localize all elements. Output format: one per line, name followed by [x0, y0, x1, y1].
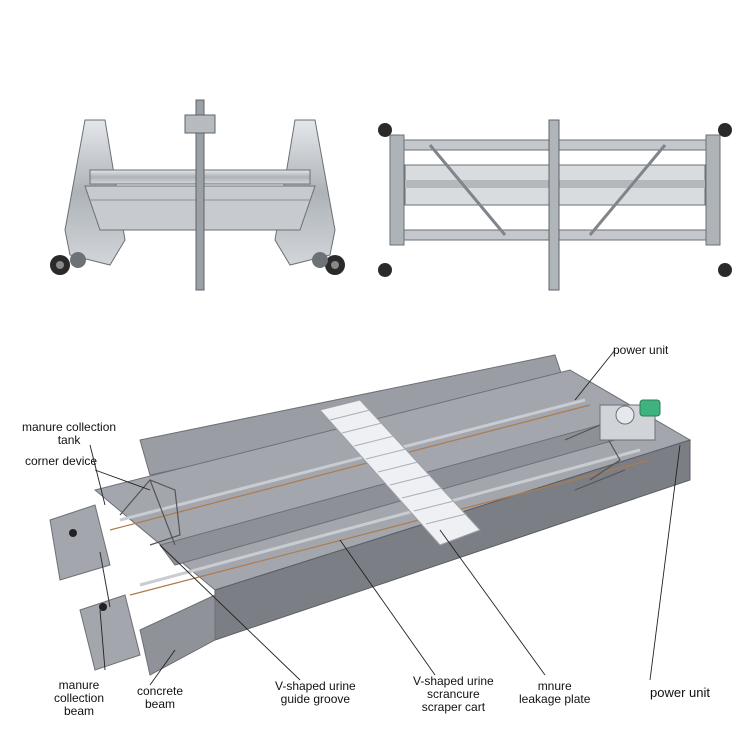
label-power-unit-top: power unit [613, 343, 669, 357]
label-line: tank [57, 433, 81, 447]
scraper-system-diagram [49, 349, 692, 686]
label-line: V-shaped urine [413, 674, 494, 688]
label-line: scrancure [427, 687, 480, 701]
label-concrete-beam: concrete beam [137, 685, 183, 711]
label-line: manure collection [22, 420, 117, 434]
label-line: beam [64, 704, 95, 718]
label-line: mnure [537, 679, 572, 693]
label-corner-device: corner device [25, 454, 98, 468]
label-guide-groove: V-shaped urine guide groove [275, 680, 356, 706]
label-line: concrete [137, 684, 184, 698]
scraper-front-photo [50, 99, 345, 291]
label-manure-collection-beam: manure collection beam [54, 679, 104, 718]
label-line: manure [58, 678, 100, 692]
label-line: scraper cart [421, 700, 486, 714]
label-line: V-shaped urine [275, 679, 356, 693]
label-leakage-plate: mnure leakage plate [519, 680, 590, 706]
label-power-unit-bottom: power unit [650, 685, 710, 700]
label-line: leakage plate [519, 692, 591, 706]
scraper-top-photo [378, 119, 732, 291]
label-scraper-cart: V-shaped urine scrancure scraper cart [413, 675, 494, 714]
label-line: beam [145, 697, 176, 711]
label-line: collection [54, 691, 105, 705]
label-line: guide groove [280, 692, 351, 706]
label-manure-collection-tank: manure collection tank [22, 421, 116, 447]
